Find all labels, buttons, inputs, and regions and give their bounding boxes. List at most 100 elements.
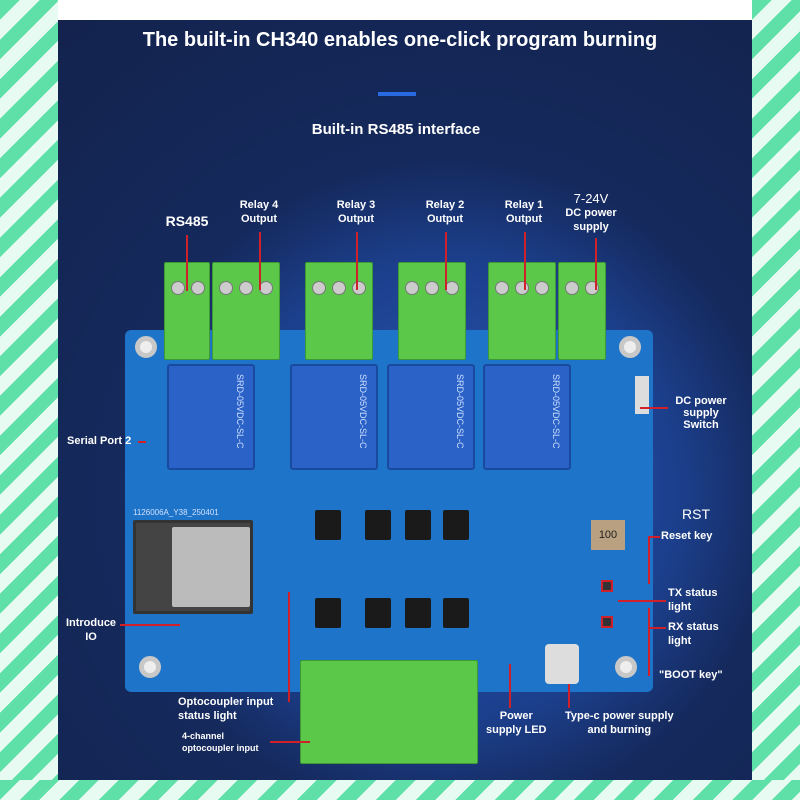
label-relay1: Relay 1 Output	[494, 198, 554, 226]
label-line: Output	[426, 213, 464, 225]
optocoupler	[443, 598, 469, 628]
label-line: supply	[683, 407, 719, 419]
usb-c-port[interactable]	[545, 644, 579, 684]
label-line: Relay 1	[504, 199, 544, 211]
label-boot-key: "BOOT key"	[659, 669, 723, 681]
reset-button[interactable]	[601, 580, 613, 592]
label-line: IO	[85, 631, 97, 643]
decorative-border-left	[0, 0, 58, 800]
label-line: Output	[240, 213, 278, 225]
label-serial-port: Serial Port 2	[67, 435, 132, 447]
label-line: and burning	[587, 724, 652, 736]
label-line: supply	[573, 221, 609, 233]
label-line: RX status	[668, 621, 719, 633]
decorative-border-bottom	[0, 780, 800, 800]
leader-line	[648, 536, 650, 584]
label-line: Optocoupler input	[178, 696, 274, 708]
label-line: Power	[499, 710, 533, 722]
leader-line	[640, 407, 668, 409]
label-line: Output	[337, 213, 375, 225]
label-line: Output	[505, 213, 543, 225]
subtitle: Built-in RS485 interface	[311, 121, 481, 138]
label-line: Relay 4	[239, 199, 279, 211]
decorative-border-right	[752, 0, 800, 800]
leader-line	[648, 608, 650, 628]
leader-line	[138, 441, 146, 443]
inductor: 100	[591, 520, 625, 550]
optocoupler	[405, 598, 431, 628]
leader-line	[288, 592, 290, 702]
leader-line	[445, 232, 447, 290]
optocoupler	[365, 598, 391, 628]
optocoupler	[443, 510, 469, 540]
label-line: TX status	[668, 587, 718, 599]
relay-4: SRD-05VDC-SL-C	[167, 364, 255, 470]
esp32-module	[133, 520, 253, 614]
terminal-power	[558, 262, 606, 360]
label-relay3: Relay 3 Output	[326, 198, 386, 226]
label-power-led: Power supply LED	[486, 709, 547, 737]
mount-hole	[615, 656, 637, 678]
leader-line	[595, 238, 597, 290]
mount-hole	[135, 336, 157, 358]
label-line: Switch	[683, 419, 719, 431]
label-line: DC power	[565, 207, 617, 219]
label-line: supply LED	[486, 724, 547, 736]
label-line: Type-c power supply	[565, 710, 674, 722]
relay-3: SRD-05VDC-SL-C	[290, 364, 378, 470]
label-line: Relay 3	[336, 199, 376, 211]
label-rx: RX status light	[668, 620, 719, 648]
leader-line	[568, 684, 570, 708]
label-reset-key: Reset key	[661, 530, 713, 542]
leader-line	[270, 741, 310, 743]
leader-line	[259, 232, 261, 290]
label-line: status light	[178, 710, 237, 722]
title: The built-in CH340 enables one-click pro…	[142, 29, 658, 51]
label-line: 4-channel	[182, 731, 225, 741]
power-switch[interactable]	[635, 376, 649, 414]
terminal-relay-2	[398, 262, 466, 360]
optocoupler	[365, 510, 391, 540]
pcb-board: SRD-05VDC-SL-C SRD-05VDC-SL-C SRD-05VDC-…	[125, 330, 653, 692]
label-relay2: Relay 2 Output	[415, 198, 475, 226]
leader-line	[509, 664, 511, 708]
label-rst: RST	[682, 506, 710, 522]
label-line: 7-24V	[573, 191, 609, 206]
terminal-relay-1	[488, 262, 556, 360]
label-rs485: RS485	[165, 213, 209, 229]
relay-2: SRD-05VDC-SL-C	[387, 364, 475, 470]
leader-line	[356, 232, 358, 290]
mount-hole	[139, 656, 161, 678]
label-line: DC power	[675, 395, 727, 407]
optocoupler	[405, 510, 431, 540]
leader-line	[186, 235, 188, 291]
label-opto-light: Optocoupler input status light	[178, 695, 273, 723]
label-line: Relay 2	[425, 199, 465, 211]
leader-line	[648, 536, 660, 538]
leader-line	[524, 232, 526, 290]
terminal-rs485	[164, 262, 210, 360]
relay-1: SRD-05VDC-SL-C	[483, 364, 571, 470]
terminal-relay-4	[212, 262, 280, 360]
leader-line	[120, 624, 180, 626]
label-line: Introduce	[65, 617, 117, 629]
leader-line	[648, 627, 666, 629]
optocoupler	[315, 510, 341, 540]
boot-button[interactable]	[601, 616, 613, 628]
leader-line	[618, 600, 666, 602]
label-line: light	[668, 635, 692, 647]
label-line: optocoupler input	[182, 743, 259, 753]
label-relay4: Relay 4 Output	[229, 198, 289, 226]
leader-line	[648, 628, 650, 676]
pcb-id: 1126006A_Y38_250401	[133, 508, 219, 517]
optocoupler	[315, 598, 341, 628]
label-typec: Type-c power supply and burning	[565, 709, 674, 737]
terminal-relay-3	[305, 262, 373, 360]
label-opto-input: 4-channel optocoupler input	[182, 730, 259, 754]
terminal-optocoupler-input	[300, 660, 478, 764]
accent-bar	[378, 92, 416, 96]
